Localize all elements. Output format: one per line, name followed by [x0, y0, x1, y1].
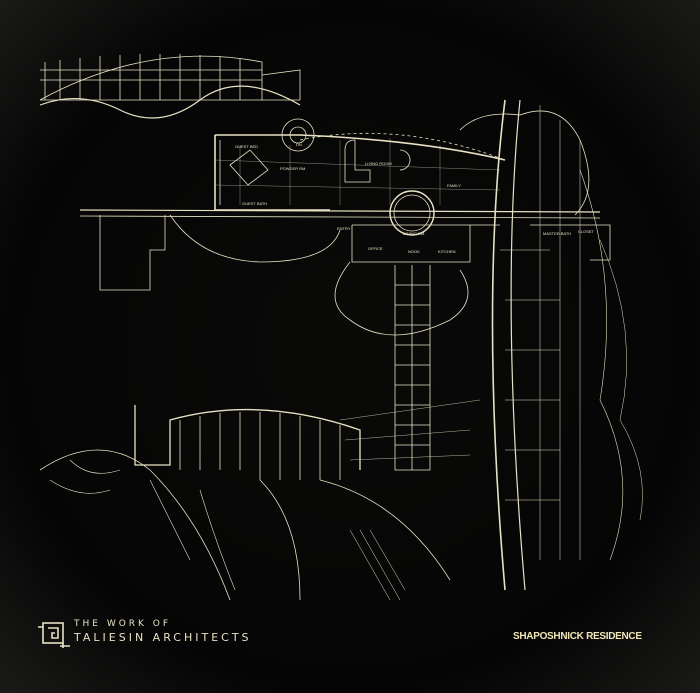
label-dining: DINING RM.	[403, 231, 425, 236]
label-family: FAMILY	[447, 183, 461, 188]
room-labels: GUEST BED DN. POWDER RM. GUEST BATH LIVI…	[235, 142, 595, 254]
top-elevation-sketch	[39, 54, 301, 119]
label-dn: DN.	[296, 142, 303, 147]
wing-plan	[459, 99, 643, 591]
label-office: OFFICE	[368, 246, 383, 251]
label-guest-bed: GUEST BED	[235, 144, 258, 149]
taliesin-logo-text: THE WORK OF TALIESIN ARCHITECTS	[74, 619, 252, 644]
taliesin-logo-icon	[38, 622, 70, 648]
perspective-sketch	[39, 399, 481, 601]
label-entry: ENTRY	[337, 226, 351, 231]
project-title: SHAPOSHNICK RESIDENCE	[513, 631, 642, 642]
label-master-bath: MASTER BATH	[543, 231, 571, 236]
floor-plan	[79, 118, 601, 471]
label-nook: NOOK	[408, 249, 420, 254]
label-guest-bath: GUEST BATH	[242, 201, 267, 206]
label-powder: POWDER RM.	[280, 166, 306, 171]
label-closet: CLOSET	[578, 229, 595, 234]
series-line-1: THE WORK OF	[74, 619, 172, 629]
series-line-2: TALIESIN ARCHITECTS	[74, 631, 252, 644]
label-kitchen: KITCHEN	[438, 249, 456, 254]
label-living: LIVING ROOM	[365, 161, 392, 166]
